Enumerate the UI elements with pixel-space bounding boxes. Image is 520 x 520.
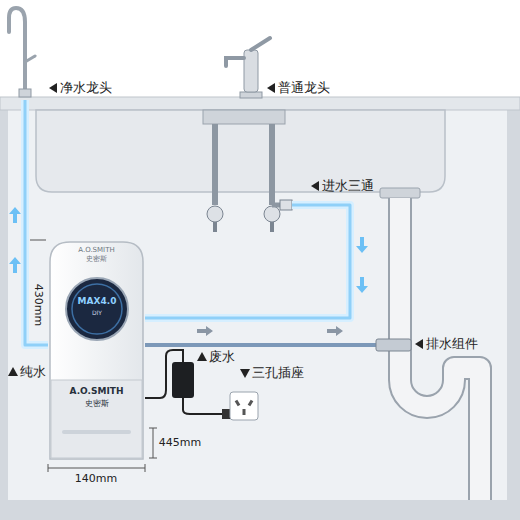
sink-basin — [36, 110, 445, 198]
dial-ring — [72, 284, 122, 334]
dimension-label: 445mm — [159, 436, 201, 450]
brand-text: A.O.SMITH — [48, 387, 145, 397]
power-adapter — [222, 409, 230, 419]
angle-valves — [215, 222, 272, 232]
ordinary-faucet — [244, 50, 258, 92]
wall-socket — [248, 400, 254, 407]
dimension-lines — [30, 240, 157, 472]
pointer-triangles — [197, 352, 207, 361]
drain-trap — [400, 198, 480, 500]
part-label: 排水组件 — [426, 337, 478, 351]
ordinary-faucet — [240, 92, 262, 98]
angle-valves — [207, 206, 223, 222]
water-lines — [25, 100, 411, 351]
purified-faucet — [25, 56, 35, 62]
angle-valves — [203, 110, 292, 232]
purifier-body: A.O.SMITH史密斯A.O.SMITH史密斯MAX4.0DIY — [48, 240, 145, 460]
angle-valves — [272, 203, 280, 208]
dimension-label: 140mm — [75, 472, 117, 486]
power-adapter — [172, 362, 194, 398]
part-label: 废水 — [209, 350, 235, 364]
display-dial: MAX4.0DIY — [65, 277, 129, 341]
base-slot — [62, 430, 131, 434]
brand-text: DIY — [65, 310, 129, 317]
water-lines — [145, 343, 376, 347]
pointer-triangles — [311, 181, 319, 191]
angle-valves — [215, 124, 272, 205]
part-label: 进水三通 — [322, 179, 374, 193]
dimension-lines — [149, 428, 157, 458]
water-lines — [25, 100, 48, 345]
cabinet — [507, 110, 520, 520]
drain-trap — [400, 198, 480, 500]
ordinary-faucet — [251, 38, 270, 50]
dimension-label: 430mm — [31, 284, 45, 326]
brand-text: MAX4.0 — [65, 297, 129, 307]
flow-arrows — [356, 277, 368, 293]
cabinet — [0, 97, 520, 110]
drain-trap — [400, 198, 480, 500]
part-label: 净水龙头 — [60, 81, 112, 95]
sink-basin — [380, 188, 420, 198]
part-label: 三孔插座 — [252, 366, 304, 380]
water-lines — [25, 100, 48, 345]
flow-arrows — [356, 237, 368, 253]
brand-text: 史密斯 — [48, 400, 145, 409]
cabinet — [0, 97, 520, 520]
ordinary-faucet — [226, 58, 244, 66]
purified-faucet — [19, 89, 31, 97]
angle-valves — [264, 206, 280, 222]
cabinet — [0, 500, 520, 520]
flow-arrows — [327, 326, 343, 336]
part-label: 普通龙头 — [278, 81, 330, 95]
angle-valves — [280, 200, 292, 210]
power-adapter — [183, 398, 222, 414]
flow-arrows — [9, 257, 21, 273]
angle-valves — [203, 110, 285, 124]
purifier-body-outline — [48, 240, 145, 460]
wall-socket — [230, 392, 258, 420]
sink-basin — [36, 110, 445, 192]
water-lines — [376, 339, 411, 351]
water-lines — [145, 205, 350, 318]
pointer-triangles — [415, 339, 423, 349]
purified-faucet — [9, 8, 35, 97]
wall-socket — [235, 400, 241, 407]
cabinet — [0, 110, 520, 520]
cabinet — [0, 110, 8, 520]
wall-socket — [243, 409, 246, 415]
flow-arrows — [197, 326, 213, 336]
flow-arrows — [9, 207, 21, 223]
dial-face — [66, 278, 128, 340]
water-lines — [145, 205, 350, 318]
pointer-triangles — [8, 367, 18, 376]
wall-socket — [230, 392, 258, 420]
dimension-lines — [30, 240, 46, 241]
part-label: 纯水 — [20, 365, 46, 379]
brand-text: A.O.SMITH — [48, 247, 145, 255]
pointer-triangles — [49, 83, 57, 93]
purifier-housing — [50, 242, 143, 459]
display-dial-outline — [65, 277, 129, 341]
dimension-lines — [48, 464, 145, 472]
brand-text: 史密斯 — [48, 256, 145, 264]
purified-faucet — [9, 8, 25, 90]
ordinary-faucet — [226, 38, 270, 98]
pointer-triangles — [267, 83, 275, 93]
pointer-triangles — [240, 369, 250, 378]
